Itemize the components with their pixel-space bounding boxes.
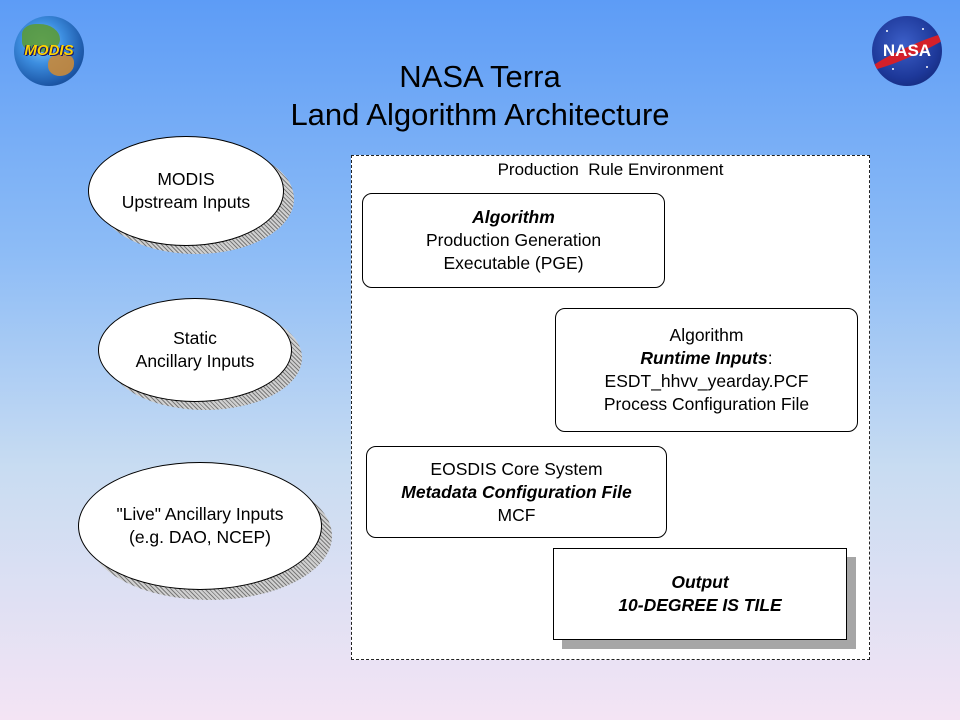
input-label-line: (e.g. DAO, NCEP) [129,527,271,547]
runtime-inputs-box: Algorithm Runtime Inputs: ESDT_hhvv_year… [555,308,858,432]
input-label-line: "Live" Ancillary Inputs [116,504,284,524]
algorithm-pge-box: Algorithm Production Generation Executab… [362,193,665,288]
page-title-line1: NASA Terra [399,59,561,94]
modis-logo: MODIS [14,16,84,86]
output-tile: 10-DEGREE IS TILE [618,595,782,615]
environment-label: Production Rule Environment [497,160,724,179]
mcf-line: EOSDIS Core System [430,458,603,479]
nasa-logo: NASA [872,16,942,86]
modis-logo-text: MODIS [24,42,74,59]
nasa-logo-text: NASA [882,41,932,60]
algorithm-line: Executable (PGE) [443,253,584,273]
algorithm-title: Algorithm [472,207,555,227]
algorithm-line: Production Generation [425,230,602,250]
input-label-line: Static [173,328,217,348]
runtime-line: Process Configuration File [603,394,810,414]
runtime-heading-suffix: : [767,348,773,368]
mcf-heading: Metadata Configuration File [401,481,632,502]
output-title: Output [671,572,729,592]
runtime-heading-bold: Runtime Inputs [640,348,768,368]
runtime-line: ESDT_hhvv_yearday.PCF [604,371,809,391]
mcf-line: MCF [497,504,536,525]
output-box: Output 10-DEGREE IS TILE [553,548,847,640]
input-label-line: Ancillary Inputs [135,351,255,371]
page-title-line2: Land Algorithm Architecture [290,97,670,132]
runtime-line: Algorithm [669,325,744,345]
input-label-line: Upstream Inputs [121,192,251,212]
mcf-box: EOSDIS Core System Metadata Configuratio… [366,446,667,538]
input-label-line: MODIS [157,169,215,189]
runtime-heading: Runtime Inputs: [556,347,857,370]
